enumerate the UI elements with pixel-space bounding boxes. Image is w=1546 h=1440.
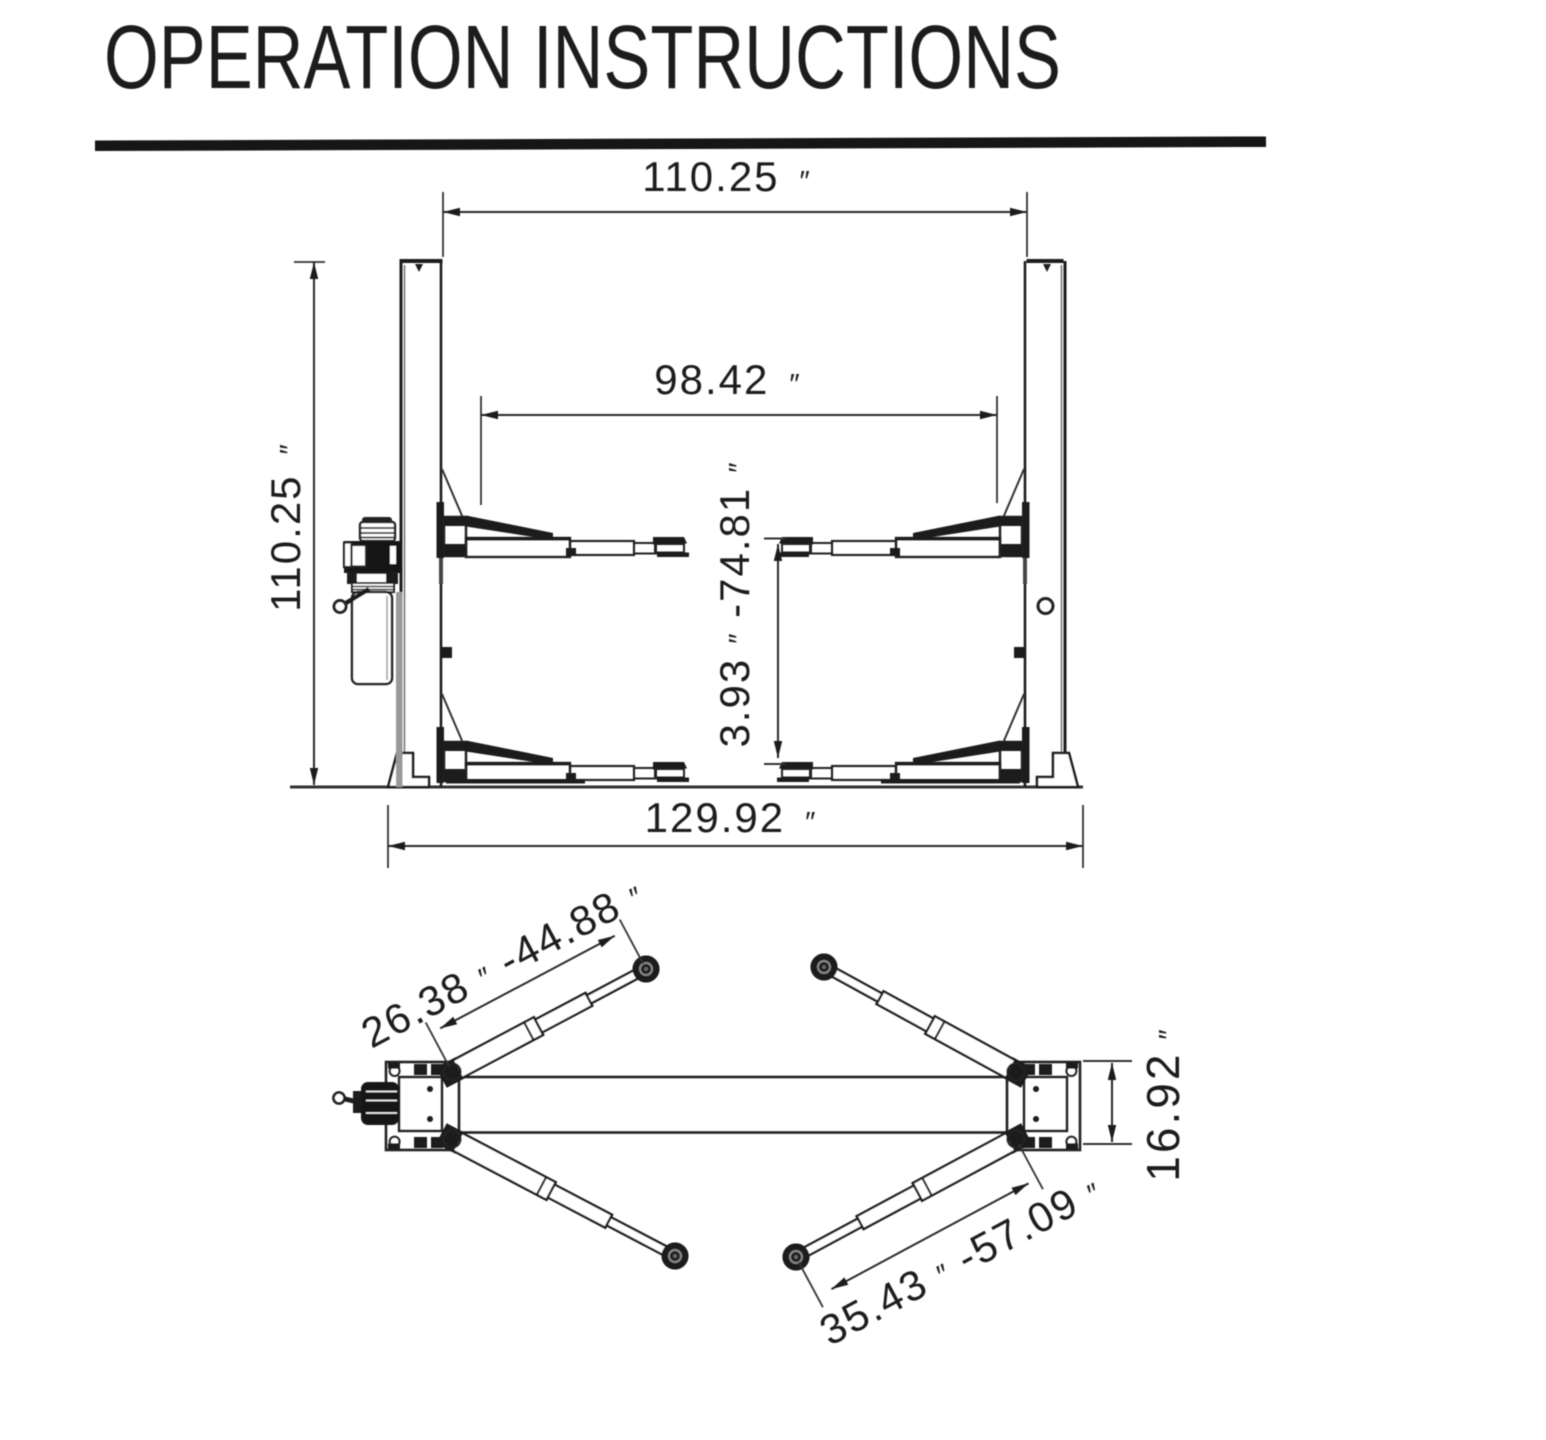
svg-text:3.93″ -74.81″: 3.93″ -74.81″ bbox=[711, 460, 758, 747]
svg-text:OPERATION INSTRUCTIONS: OPERATION INSTRUCTIONS bbox=[104, 8, 1061, 108]
svg-text:16.92″: 16.92″ bbox=[1137, 1026, 1189, 1181]
